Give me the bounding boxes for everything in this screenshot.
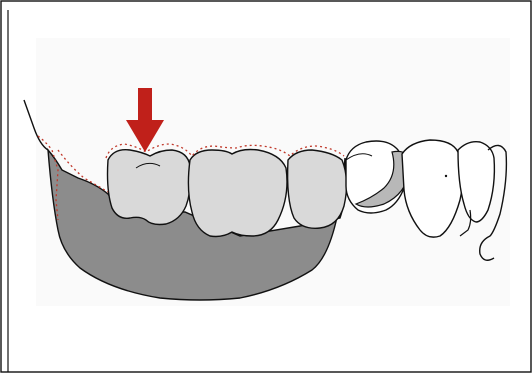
molar-tooth-1: [108, 150, 191, 225]
tooth-2-dot: [445, 175, 447, 177]
molar-tooth-2: [188, 150, 287, 237]
premolar-tooth: [288, 150, 347, 228]
